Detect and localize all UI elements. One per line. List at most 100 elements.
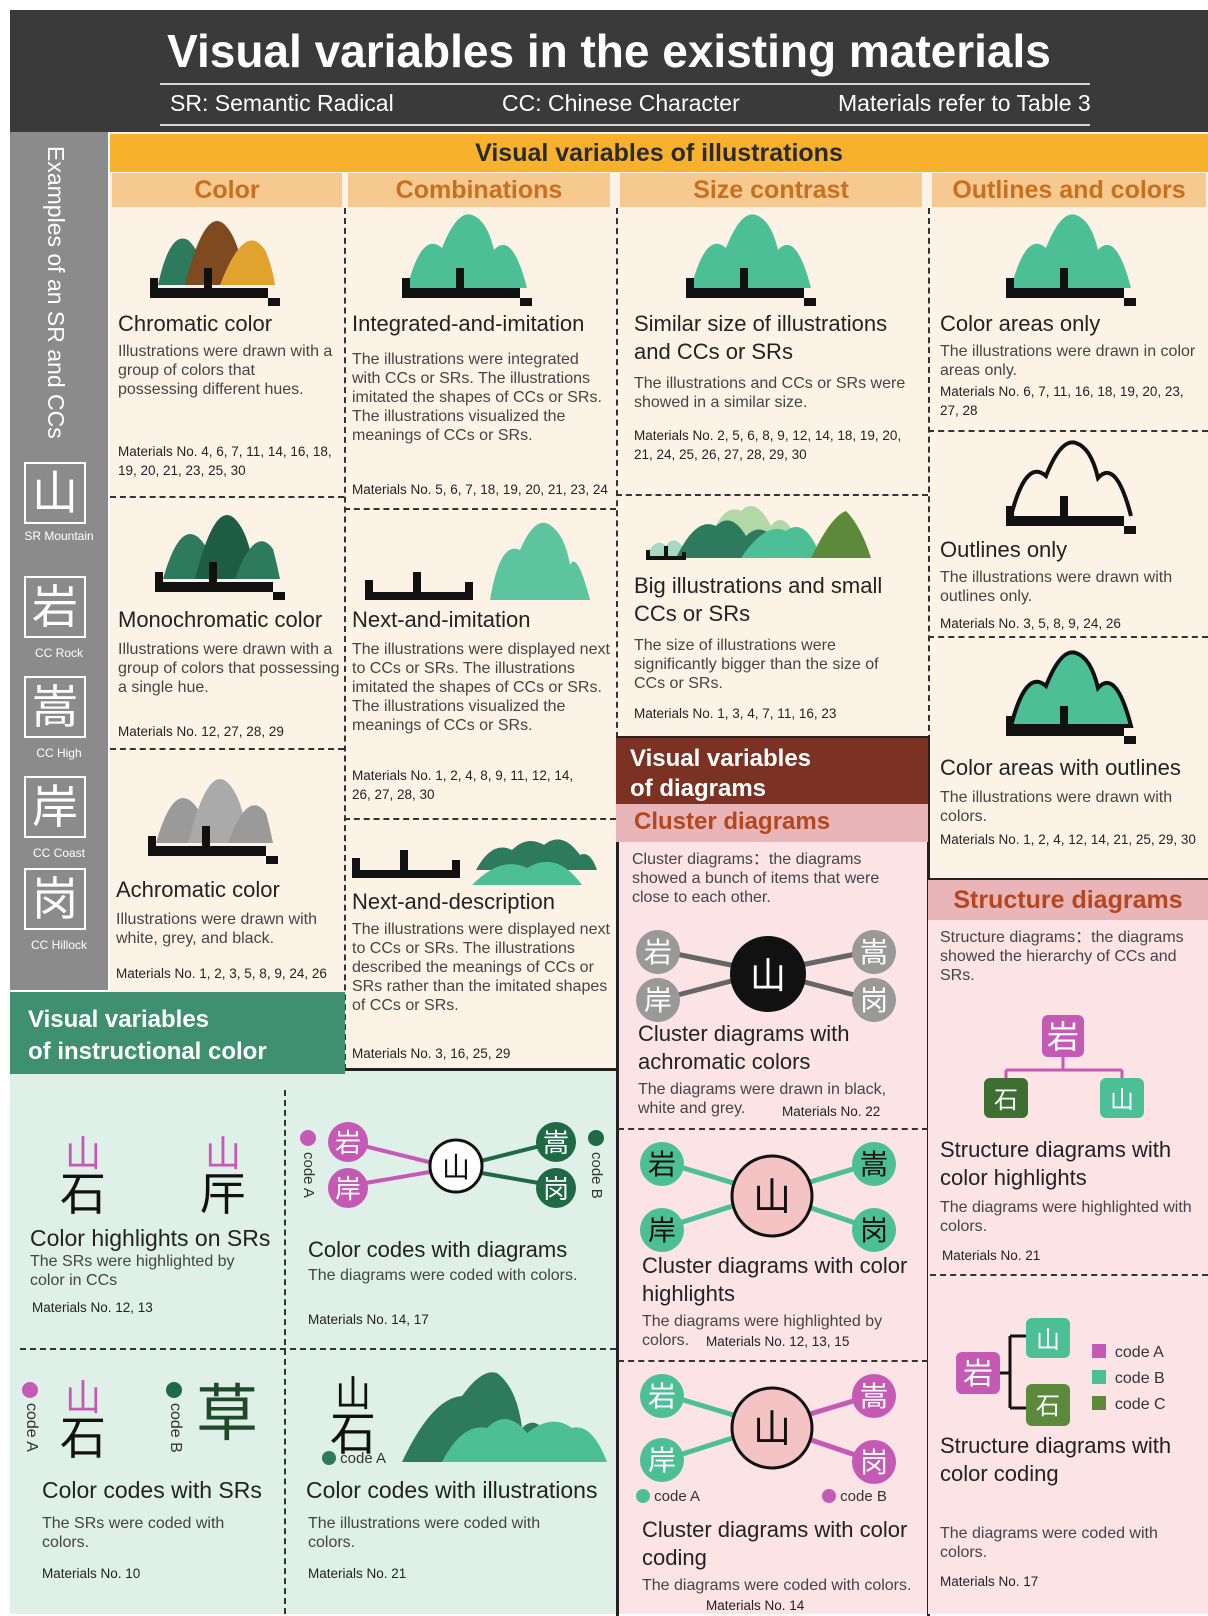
diagrams-heading-line1: Visual variables <box>630 745 812 772</box>
structure-desc: Structure diagrams：the diagrams showed t… <box>940 929 1184 984</box>
code-a-dot-icon <box>636 1489 650 1503</box>
rock-illustration-char: 山 石 <box>318 1374 388 1458</box>
structure-highlight-desc: The diagrams were highlighted with color… <box>940 1199 1192 1235</box>
svg-text:岸: 岸 <box>644 984 672 1017</box>
coded-diagrams-materials: Materials No. 14, 17 <box>308 1312 429 1327</box>
next-imitation-desc: The illustrations were displayed next to… <box>352 641 610 734</box>
divider <box>344 508 616 510</box>
instructional-heading-line1: Visual variables <box>28 1006 210 1033</box>
divider <box>110 496 344 498</box>
big-illustration-icon <box>646 506 871 560</box>
achromatic-cluster-title: Cluster diagrams with achromatic colors <box>638 1021 850 1074</box>
achromatic-mountain-icon <box>148 779 278 864</box>
svg-text:石: 石 <box>1036 1392 1060 1420</box>
svg-text:岩: 岩 <box>648 1148 676 1181</box>
cc-high-box: 嵩 <box>24 676 86 738</box>
structure-highlight-diagram: 岩 石 山 <box>984 1015 1144 1118</box>
page-title: Visual variables in the existing materia… <box>167 25 1051 77</box>
sidebar-title: Examples of an SR and CCs <box>43 146 69 439</box>
rock-highlighted-char: 山 石 <box>48 1134 118 1218</box>
svg-text:山: 山 <box>1110 1086 1134 1114</box>
coding-cluster-title: Cluster diagrams with color coding <box>642 1517 908 1570</box>
cluster-code-a-label: code A <box>654 1488 701 1505</box>
coded-srs-materials: Materials No. 10 <box>42 1566 141 1581</box>
divider <box>618 1360 928 1362</box>
structure-highlight-title: Structure diagrams with color highlights <box>940 1137 1172 1190</box>
cluster-code-a: code A <box>636 1488 700 1505</box>
similar-size-mountain-icon <box>686 214 816 306</box>
next-description-title: Next-and-description <box>352 889 555 914</box>
header-sr: SR: Semantic Radical <box>170 90 394 116</box>
divider <box>284 1090 286 1614</box>
outlines-only-materials: Materials No. 3, 5, 8, 9, 24, 26 <box>940 616 1121 631</box>
next-description-desc: The illustrations were displayed next to… <box>352 921 610 1014</box>
big-illustration-title: Big illustrations and small CCs or SRs <box>634 573 883 626</box>
header: Visual variables in the existing materia… <box>10 10 1208 132</box>
svg-text:山: 山 <box>1036 1326 1060 1354</box>
illustration-code-a: code A <box>322 1450 386 1467</box>
rock-coded-body: 石 <box>60 1411 106 1465</box>
next-description-materials: Materials No. 3, 16, 25, 29 <box>352 1046 511 1061</box>
svg-text:山: 山 <box>442 1151 470 1184</box>
color-areas-mountain-icon <box>1006 214 1136 306</box>
col-size-heading: Size contrast <box>620 173 922 207</box>
chromatic-desc: Illustrations were drawn with a group of… <box>118 343 333 398</box>
similar-size-desc: The illustrations and CCs or SRs were sh… <box>634 375 906 411</box>
sr-mountain-label: SR Mountain <box>24 529 94 543</box>
svg-text:岗: 岗 <box>860 984 888 1017</box>
svg-text:岸: 岸 <box>648 1214 676 1247</box>
illustration-code-a-label: code A <box>340 1450 387 1467</box>
rock-illustration-radical: 山 <box>334 1374 371 1415</box>
color-areas-desc: The illustrations were drawn in color ar… <box>940 343 1196 379</box>
structure-heading: Structure diagrams <box>928 880 1208 920</box>
legend-swatch-c-icon <box>1092 1396 1106 1410</box>
cc-coast-box: 岸 <box>24 776 86 838</box>
divider <box>618 1128 928 1130</box>
coded-diagram: code A 岩 岸 嵩 岗 山 code B <box>300 1122 605 1208</box>
divider <box>344 818 616 820</box>
divider <box>20 1348 616 1350</box>
cluster-desc: Cluster diagrams：the diagrams showed a b… <box>632 851 880 906</box>
svg-text:code B: code B <box>588 1152 605 1199</box>
coded-diagrams-title: Color codes with diagrams <box>308 1237 568 1262</box>
rock-coded-radical: 山 <box>64 1378 101 1419</box>
achromatic-cluster-desc: The diagrams were drawn in black, white … <box>638 1081 887 1117</box>
header-cc: CC: Chinese Character <box>502 90 740 116</box>
color-outlines-desc: The illustrations were drawn with colors… <box>940 789 1173 825</box>
highlight-srs-desc: The SRs were highlighted by color in CCs <box>30 1253 235 1289</box>
structure-coding-materials: Materials No. 17 <box>940 1574 1039 1589</box>
highlight-cluster-diagram: 岩 岸 嵩 岗 山 <box>640 1142 896 1252</box>
integrated-mountain-icon <box>402 214 532 306</box>
header-divider-top <box>160 83 1090 85</box>
sr-mountain-box: 山 <box>24 462 86 524</box>
cluster-heading: Cluster diagrams <box>616 804 928 842</box>
coded-illustrations-materials: Materials No. 21 <box>308 1566 407 1581</box>
big-illustration-materials: Materials No. 1, 3, 4, 7, 11, 16, 23 <box>634 706 837 721</box>
divider <box>616 494 928 496</box>
instructional-section <box>10 1070 616 1614</box>
structure-legend: code A code B code C <box>1092 1340 1166 1418</box>
col-outlines-heading: Outlines and colors <box>932 173 1206 207</box>
integrated-materials: Materials No. 5, 6, 7, 18, 19, 20, 21, 2… <box>352 482 608 497</box>
achromatic-cluster-materials: Materials No. 22 <box>782 1104 881 1119</box>
divider <box>930 1274 1208 1276</box>
svg-text:岩: 岩 <box>648 1380 676 1413</box>
examples-sidebar: Examples of an SR and CCs 山 SR Mountain … <box>10 132 108 990</box>
coded-mountain-illustration-icon <box>402 1372 607 1462</box>
monochromatic-mountain-icon <box>155 515 285 600</box>
legend-label-b: code B <box>1114 1370 1165 1387</box>
cc-hillock-box: 岗 <box>24 868 86 930</box>
rock-radical: 山 <box>64 1134 101 1175</box>
instructional-heading-line2: of instructional color <box>28 1038 267 1065</box>
color-outlines-mountain-icon <box>1006 650 1136 744</box>
diagrams-heading-line2: of diagrams <box>630 775 767 802</box>
col-color-heading: Color <box>112 173 342 207</box>
structure-section <box>928 880 1208 1614</box>
next-description-icon <box>352 839 597 885</box>
illustration-code-a-dot-icon <box>322 1451 336 1465</box>
divider <box>110 748 344 750</box>
svg-text:岩: 岩 <box>963 1357 993 1392</box>
svg-text:岗: 岗 <box>860 1446 888 1479</box>
legend-label-c: code C <box>1114 1396 1166 1413</box>
coding-cluster-materials: Materials No. 14 <box>706 1598 805 1613</box>
